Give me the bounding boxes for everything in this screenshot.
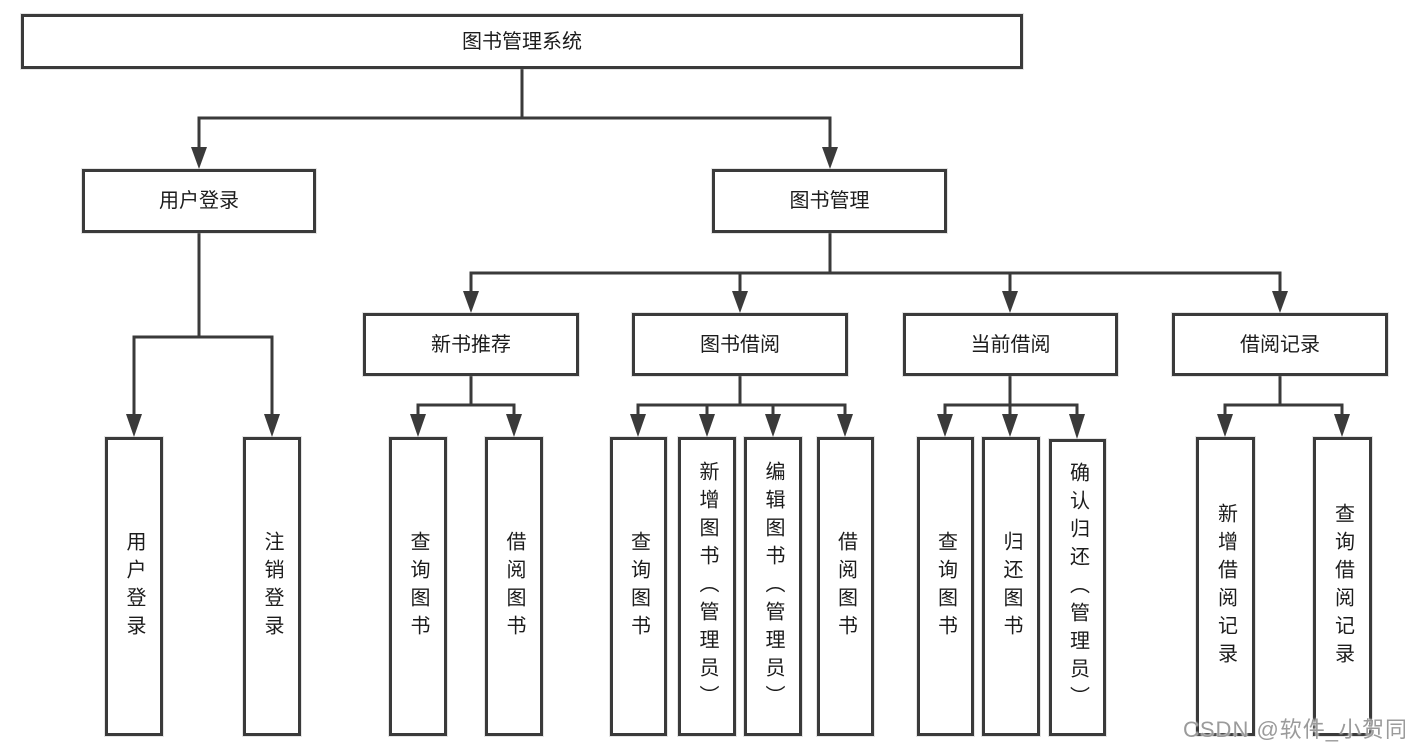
node-user-login-label: 用户登录 (159, 190, 239, 212)
leaf-return-book: 归还图书 (982, 437, 1040, 736)
leaf-edit-book-admin: 编辑图书（管理员） (744, 437, 802, 736)
leaf-logout: 注销登录 (243, 437, 301, 736)
node-book-borrow: 图书借阅 (632, 313, 848, 376)
leaf-borrow-book: 借阅图书 (817, 437, 874, 736)
leaf-return-book-label: 归还图书 (1000, 530, 1022, 643)
leaf-recommend-query-book-label: 查询图书 (407, 530, 429, 643)
leaf-add-book-admin-label: 新增图书（管理员） (696, 460, 718, 713)
csdn-watermark: CSDN @软件_小贺同学 (1183, 717, 1405, 742)
leaf-logout-label: 注销登录 (261, 530, 283, 643)
leaf-recommend-query-book: 查询图书 (389, 437, 447, 736)
node-new-book-recommend-label: 新书推荐 (431, 333, 511, 356)
leaf-confirm-return-admin: 确认归还（管理员） (1049, 439, 1106, 736)
node-book-management-label: 图书管理 (789, 190, 870, 212)
node-new-book-recommend: 新书推荐 (363, 313, 579, 376)
leaf-confirm-return-admin-label: 确认归还（管理员） (1066, 461, 1089, 714)
leaf-add-book-admin: 新增图书（管理员） (678, 437, 736, 736)
node-root-label: 图书管理系统 (462, 30, 582, 53)
node-borrow-records: 借阅记录 (1172, 313, 1388, 376)
leaf-user-login-label: 用户登录 (123, 530, 145, 643)
leaf-borrow-query-book-label: 查询图书 (627, 530, 650, 643)
node-user-login: 用户登录 (82, 169, 316, 233)
node-current-borrow: 当前借阅 (903, 313, 1118, 376)
leaf-current-query-book-label: 查询图书 (934, 530, 957, 643)
leaf-current-query-book: 查询图书 (917, 437, 974, 736)
leaf-borrow-book-label: 借阅图书 (834, 530, 857, 643)
leaf-add-borrow-record-label: 新增借阅记录 (1214, 502, 1237, 671)
node-borrow-records-label: 借阅记录 (1240, 333, 1320, 356)
leaf-recommend-borrow-book: 借阅图书 (485, 437, 543, 736)
node-current-borrow-label: 当前借阅 (970, 333, 1051, 356)
node-root: 图书管理系统 (21, 14, 1023, 69)
leaf-edit-book-admin-label: 编辑图书（管理员） (762, 460, 784, 713)
node-book-management: 图书管理 (712, 169, 947, 233)
leaf-add-borrow-record: 新增借阅记录 (1196, 437, 1255, 736)
leaf-user-login: 用户登录 (105, 437, 163, 736)
leaf-query-borrow-record: 查询借阅记录 (1313, 437, 1372, 736)
leaf-borrow-query-book: 查询图书 (610, 437, 667, 736)
leaf-query-borrow-record-label: 查询借阅记录 (1331, 502, 1354, 671)
leaf-recommend-borrow-book-label: 借阅图书 (503, 530, 525, 643)
node-book-borrow-label: 图书借阅 (700, 333, 780, 356)
